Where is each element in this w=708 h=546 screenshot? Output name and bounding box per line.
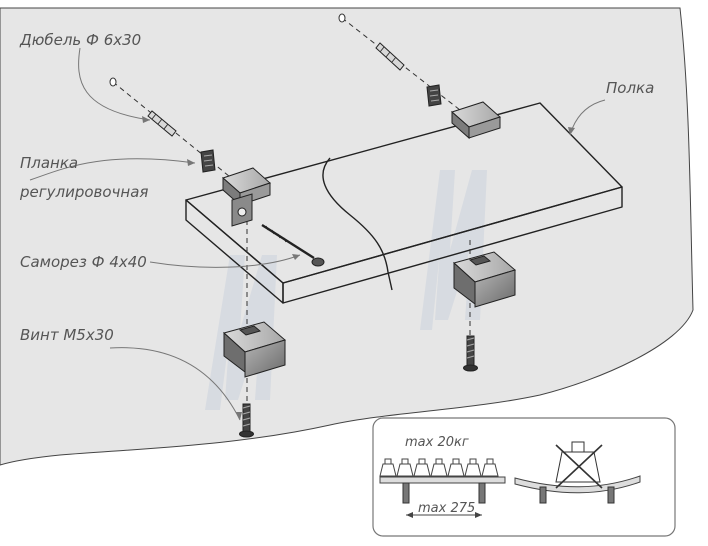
label-plate-line1: Планка [20,154,78,172]
leader-lines [29,47,606,421]
bracket-top-right [451,101,501,140]
label-bolt: Винт М5х30 [20,326,114,344]
load-inset: max 20кг max 275 [372,417,676,537]
weights-row [379,458,499,477]
inset-max-span: max 275 [418,501,475,516]
dowel-right [338,13,405,71]
label-plate-line2: регулировочная [19,183,148,201]
inset-shelf-flat [379,476,506,484]
bracket-bottom-left [222,321,287,378]
bolt-right [463,335,478,372]
adjustment-plate-left [200,149,216,173]
overload-crossed-icon [555,441,603,489]
shelf [185,102,623,304]
shelf-side-face [282,186,623,304]
adjustment-plate-right [426,84,442,107]
label-shelf: Полка [606,79,654,97]
screw-4x40 [261,223,325,267]
bolt-left [239,403,254,438]
label-dowel: Дюбель Ф 6х30 [19,31,141,49]
bracket-top-left [222,167,271,227]
inset-bracket-right [478,482,486,504]
shelf-break-line [322,157,389,273]
wall-surface [0,7,694,466]
bracket-bottom-right [452,251,517,308]
inset-bracket-left [402,482,410,504]
dowel-left [109,77,177,137]
inset-max-load: max 20кг [405,435,469,450]
label-screw: Саморез Ф 4х40 [20,253,147,271]
